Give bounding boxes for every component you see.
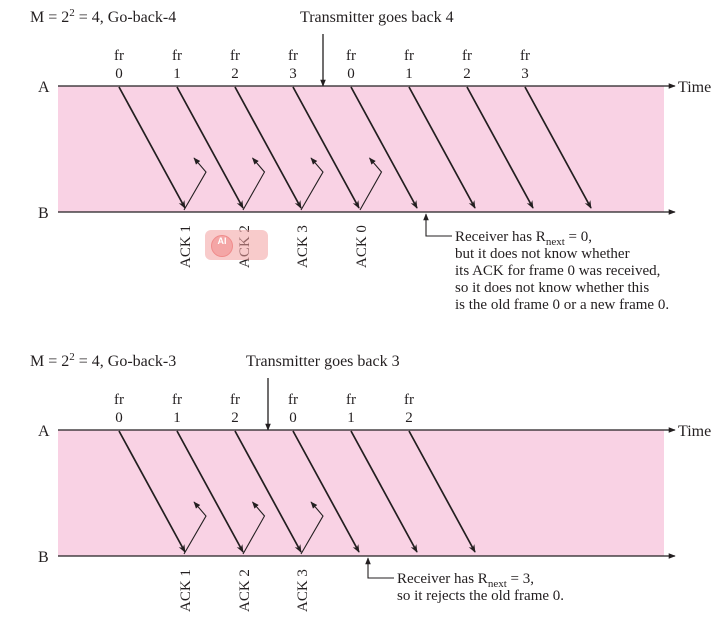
ack-return-arrow (242, 157, 266, 211)
receiver-note-line: is the old frame 0 or a new frame 0. (455, 297, 669, 313)
frame-transmission-arrow (234, 86, 302, 209)
frame-number: 3 (521, 66, 529, 82)
frame-word: fr (520, 48, 530, 64)
frame-number: 2 (405, 410, 413, 426)
panel-heading: M = 22 = 4, Go-back-4 (30, 7, 176, 26)
frame-transmission-arrow (234, 430, 302, 553)
ack-label: ACK 1 (178, 225, 194, 268)
transmitter-note: Transmitter goes back 4 (300, 9, 454, 26)
frame-number: 0 (115, 66, 123, 82)
frame-word: fr (172, 392, 182, 408)
line-b-label: B (38, 549, 49, 566)
receiver-note-line: its ACK for frame 0 was received, (455, 263, 660, 279)
panel-go-back-3: M = 22 = 4, Go-back-3 Transmitter goes ba… (30, 351, 711, 612)
frame-word: fr (114, 48, 124, 64)
frame-number: 1 (347, 410, 355, 426)
frame-transmission-arrow (350, 430, 418, 553)
ack-return-arrow (359, 157, 383, 211)
ai-badge[interactable]: AI (205, 230, 268, 260)
frame-number: 1 (405, 66, 413, 82)
frame-transmission-arrow (408, 430, 476, 553)
receiver-note-line: Receiver has Rnext = 0, (455, 229, 592, 248)
frame-word: fr (404, 392, 414, 408)
frame-number: 2 (463, 66, 471, 82)
frame-transmission-arrow (408, 86, 476, 209)
frame-transmission-arrow (466, 86, 534, 209)
panel-heading: M = 22 = 4, Go-back-3 (30, 351, 176, 370)
receiver-note-arrow (423, 213, 452, 237)
line-a-label: A (38, 79, 50, 96)
time-label: Time (678, 423, 711, 440)
frame-number: 0 (347, 66, 355, 82)
line-b-label: B (38, 205, 49, 222)
frame-word: fr (172, 48, 182, 64)
ack-return-arrow (300, 157, 324, 211)
ack-label: ACK 1 (178, 569, 194, 612)
frame-word: fr (404, 48, 414, 64)
frame-word: fr (346, 48, 356, 64)
receiver-note-line: so it rejects the old frame 0. (397, 588, 564, 604)
panel-go-back-4: M = 22 = 4, Go-back-4 Transmitter goes ba… (30, 7, 711, 313)
frame-word: fr (288, 392, 298, 408)
ai-badge-icon: AI (211, 235, 233, 257)
frame-word: fr (462, 48, 472, 64)
frame-transmission-arrow (176, 430, 244, 553)
frame-transmission-arrow (292, 430, 360, 553)
frame-number: 2 (231, 410, 239, 426)
receiver-note-line: so it does not know whether this (455, 280, 649, 296)
ack-return-arrow (183, 501, 207, 555)
frame-transmission-arrow (292, 86, 360, 209)
ack-label: ACK 0 (354, 225, 370, 268)
frame-transmission-arrow (118, 86, 186, 209)
ack-return-arrow (183, 157, 207, 211)
frame-word: fr (114, 392, 124, 408)
receiver-note-line: Receiver has Rnext = 3, (397, 571, 534, 590)
frame-word: fr (288, 48, 298, 64)
line-a-label: A (38, 423, 50, 440)
frame-transmission-arrow (350, 86, 418, 209)
ack-label: ACK 3 (295, 225, 311, 268)
frame-number: 1 (173, 66, 181, 82)
time-label: Time (678, 79, 711, 96)
frame-transmission-arrow (118, 430, 186, 553)
frame-number: 3 (289, 66, 297, 82)
frame-number: 0 (115, 410, 123, 426)
frame-word: fr (230, 392, 240, 408)
ack-return-arrow (300, 501, 324, 555)
frame-number: 1 (173, 410, 181, 426)
receiver-note-line: but it does not know whether (455, 246, 630, 262)
frame-word: fr (230, 48, 240, 64)
receiver-note-arrow (365, 557, 394, 579)
frame-word: fr (346, 392, 356, 408)
ack-label: ACK 2 (237, 569, 253, 612)
frame-number: 2 (231, 66, 239, 82)
frame-transmission-arrow (176, 86, 244, 209)
ai-badge-label: AI (217, 236, 227, 246)
transmitter-note: Transmitter goes back 3 (246, 353, 400, 370)
frame-number: 0 (289, 410, 297, 426)
frame-transmission-arrow (524, 86, 592, 209)
ack-label: ACK 3 (295, 569, 311, 612)
ack-return-arrow (242, 501, 266, 555)
